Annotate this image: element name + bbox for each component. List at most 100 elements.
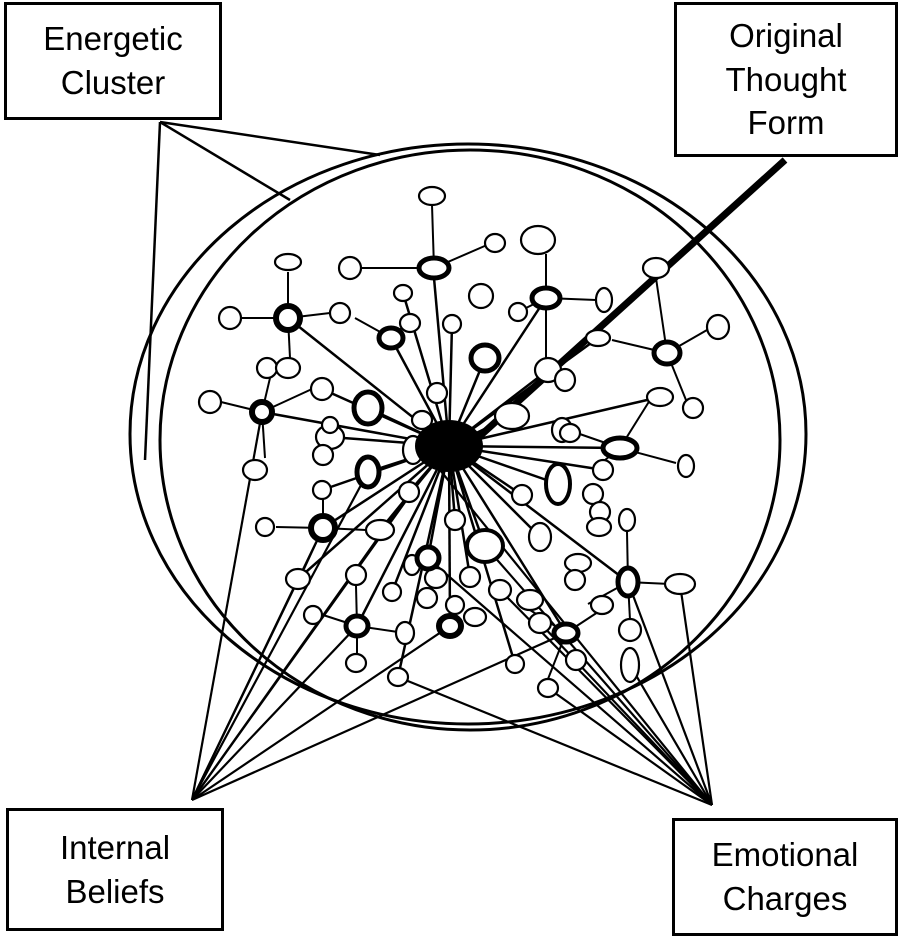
spoke-line [355,445,451,627]
thought-node [394,620,416,646]
thought-node [443,508,467,532]
thought-node [284,567,312,591]
thought-node [364,518,396,542]
thought-node [309,376,335,402]
thought-node [311,443,335,467]
thought-node [536,677,560,699]
thought-node [386,666,410,688]
thought-node [417,185,447,207]
hub-node [468,342,502,374]
thought-node [344,652,368,674]
thought-node [274,356,302,380]
thought-node [425,381,449,405]
hub-node [529,285,563,311]
thought-node [564,648,588,672]
thought-node [415,586,439,610]
thought-node [527,521,553,553]
hub-node [544,462,572,506]
thought-node [510,483,534,507]
pointer-lines-energetic-cluster [143,120,381,461]
energetic-cluster-label-line1: Energetic [43,20,183,58]
thought-node [328,301,352,325]
thought-node [641,256,671,280]
thought-node [558,422,582,444]
hub-node [465,528,505,564]
thought-node [241,458,269,482]
pointer-line-internal-beliefs [191,471,369,801]
hub-node [343,613,371,639]
thought-node [337,255,363,281]
thought-node [273,252,303,272]
thought-nodes [197,185,731,699]
pointer-line-emotional-charges [484,545,713,806]
energetic-cluster-label-line2: Cluster [60,64,166,101]
hub-node [376,325,406,351]
hub-node [615,565,641,599]
pointer-line-internal-beliefs [191,578,299,801]
thought-node [676,453,696,479]
thought-node [462,606,488,628]
thought-node [493,401,531,431]
hub-node [249,399,275,425]
thought-node [197,389,223,415]
thought-node [302,604,324,626]
original-thought-form-label-line2: Thought [725,60,847,98]
thought-node [381,581,403,603]
central-thought-node [415,420,483,472]
thought-node [594,286,614,314]
thought-node [591,458,615,482]
pointer-line-emotional-charges [678,583,714,806]
internal-beliefs-label-line1: Internal [59,828,171,866]
hub-node [651,339,683,367]
pointer-line-internal-beliefs [191,631,567,802]
thought-node [254,516,276,538]
emotional-charges-label: Emotional Charges [672,818,898,936]
thought-node [255,356,279,380]
thought-node [519,224,557,256]
original-thought-form-label: Original Thought Form [674,2,898,157]
pointer-line-emotional-charges [629,664,713,806]
pointer-line-internal-beliefs [191,625,451,801]
thought-node [311,479,333,501]
thought-node [585,516,613,538]
pointer-line-internal-beliefs [191,625,358,801]
thought-node [619,646,641,684]
internal-beliefs-label-line2: Beliefs [65,872,165,910]
spoke-line [448,445,629,583]
thought-node [344,563,368,587]
thought-node [681,396,705,420]
thought-node [467,282,495,310]
hub-node [600,435,640,461]
spoke-line [447,445,452,627]
inner-cluster-ring [158,148,782,732]
pointer-line-original-thought-form [467,157,788,448]
spoke-line [447,297,548,447]
pointer-line-emotional-charges [547,687,713,806]
thought-node [527,611,553,635]
outer-cluster-ring [128,142,808,726]
thought-node [444,594,466,616]
thought-node [553,367,577,393]
hub-node [351,389,385,427]
hub-node [414,544,442,572]
energetic-cluster-label: Energetic Cluster [4,2,222,120]
thought-node [504,653,526,675]
thought-node [563,568,587,592]
hub-node [308,513,338,543]
pointer-line-internal-beliefs [191,489,413,801]
emotional-charges-label-line1: Emotional [711,836,859,874]
thought-node [397,480,421,504]
thought-node [217,305,243,331]
thought-node [663,572,697,596]
hub-node [273,303,303,333]
hub-node [436,613,464,639]
thought-node [515,588,545,612]
thought-node [441,313,463,335]
pointer-line-emotional-charges [626,581,714,806]
thought-node [645,386,675,408]
original-thought-form-label-line3: Form [747,104,825,142]
thought-node [584,328,612,348]
thought-node [589,594,615,616]
thought-node [320,415,340,435]
